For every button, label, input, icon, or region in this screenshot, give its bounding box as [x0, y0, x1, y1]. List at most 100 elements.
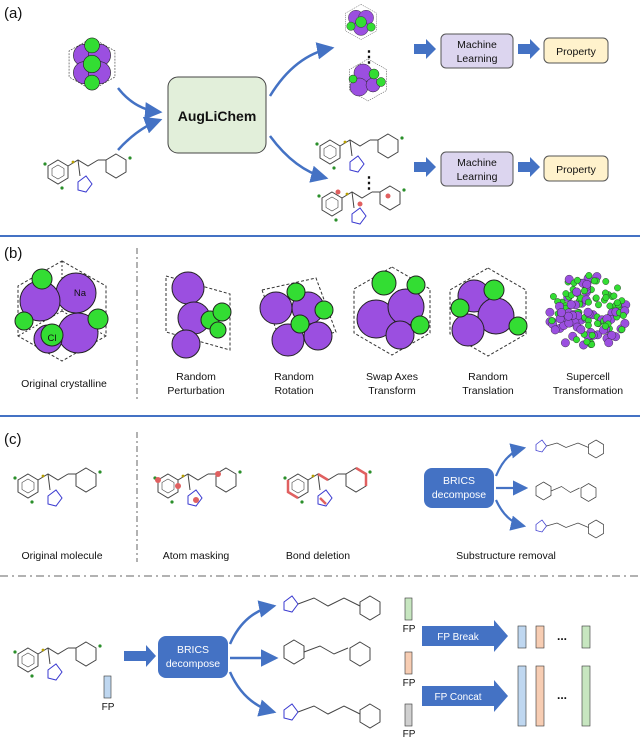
- supercell-atom: [602, 278, 610, 285]
- supercell-atom: [550, 293, 557, 300]
- fragment-bottom-2: [283, 639, 371, 667]
- supercell-atom: [583, 338, 591, 346]
- supercell-atom: [573, 336, 580, 344]
- ml-box-bottom-line1: Machine: [457, 157, 497, 169]
- crystal-random-rotation: [259, 277, 337, 357]
- molecule-ellipsis: ⋮: [361, 175, 377, 192]
- supercell-atom: [564, 311, 573, 321]
- auglichem-box: [167, 76, 267, 154]
- caption-supercell-line1: Supercell: [566, 371, 610, 383]
- fragment-bottom-3: [283, 703, 381, 729]
- supercell-atom: [610, 292, 618, 300]
- fp-concat-vector-3: [581, 665, 591, 727]
- supercell-atom: [607, 330, 617, 340]
- fp-concat-ellipsis: ...: [557, 688, 567, 702]
- fp-label-fragment-3: FP: [403, 729, 416, 737]
- atom-masking-molecule: [152, 467, 243, 507]
- caption-original-molecule: Original molecule: [21, 550, 102, 562]
- supercell-atom: [576, 325, 586, 334]
- caption-rotation-line1: Random: [274, 371, 314, 383]
- arrow-to-ml-bottom: [414, 157, 436, 177]
- brics-box-top: [424, 468, 494, 508]
- ml-box-bottom-line2: Learning: [457, 171, 498, 183]
- fp-break-vector-2: [535, 625, 545, 649]
- caption-supercell-line2: Transformation: [553, 385, 623, 397]
- supercell-atom: [602, 322, 609, 330]
- bond-deletion-molecule: [282, 466, 373, 507]
- supercell-atom: [588, 331, 596, 339]
- augmented-crystal-bottom: [348, 58, 387, 102]
- caption-rotation-line2: Rotation: [274, 385, 313, 397]
- supercell-atom: [602, 294, 610, 301]
- brics-box-bottom: [158, 636, 228, 678]
- supercell-atom: [619, 312, 627, 319]
- arrow-brics-top-1: [494, 443, 527, 477]
- arrow-crystal-to-auglichem: [117, 87, 163, 120]
- caption-translation-line1: Random: [468, 371, 508, 383]
- molecule-input-icon: [42, 153, 133, 193]
- fp-vector-input: [103, 675, 112, 699]
- supercell-atom: [604, 338, 614, 348]
- property-box-bottom: [543, 155, 609, 182]
- augmented-molecule-top: [314, 133, 405, 173]
- property-label-bottom: Property: [556, 164, 596, 176]
- property-label-top: Property: [556, 46, 596, 58]
- ml-box-top-line1: Machine: [457, 39, 497, 51]
- caption-perturbation-line2: Perturbation: [167, 385, 224, 397]
- supercell-atom: [574, 276, 581, 284]
- supercell-atom: [585, 321, 592, 329]
- crystal-input-icon: [68, 37, 116, 91]
- fp-input-molecule: [12, 641, 103, 681]
- supercell-atom: [613, 299, 621, 307]
- fragment-bottom-1: [283, 595, 381, 621]
- brics-top-line1: BRICS: [443, 475, 475, 487]
- arrow-brics-top-3: [494, 499, 527, 531]
- supercell-atom: [585, 298, 592, 306]
- fp-concat-vector-1: [517, 665, 527, 727]
- fragment-top-3: [535, 519, 604, 539]
- fp-label-input: FP: [102, 702, 115, 713]
- fp-vector-fragment-1: [404, 597, 413, 621]
- supercell-atom: [595, 301, 602, 309]
- fp-concat-label: FP Concat: [434, 692, 481, 703]
- fp-concat-vector-2: [535, 665, 545, 727]
- supercell-atom: [545, 307, 555, 317]
- original-crystal: [14, 260, 109, 362]
- property-box-top: [543, 37, 609, 64]
- crystal-ellipsis: ⋮: [361, 49, 377, 66]
- arrow-to-brics-bottom: [124, 645, 156, 667]
- caption-original-crystalline: Original crystalline: [21, 378, 107, 390]
- supercell-atom: [614, 284, 621, 292]
- supercell-atom: [590, 277, 598, 285]
- arrow-to-ml-top: [414, 39, 436, 59]
- fp-concat-arrow: [422, 680, 508, 712]
- arrow-brics-bottom-1: [228, 600, 277, 645]
- supercell-atom: [618, 326, 626, 333]
- augmented-molecule-bottom: [316, 185, 407, 225]
- supercell-atom: [583, 307, 593, 317]
- panel-c-label: (c): [4, 431, 22, 448]
- arrow-to-crystal-augmented: [268, 42, 335, 97]
- crystal-supercell: [545, 272, 631, 350]
- supercell-atom: [557, 308, 566, 317]
- crystal-swap-axes: [353, 266, 431, 356]
- fragment-top-1: [535, 439, 604, 459]
- ml-box-top-line2: Learning: [457, 53, 498, 65]
- fp-vector-fragment-2: [404, 651, 413, 675]
- panel-b: (b) Na Cl: [4, 245, 631, 400]
- caption-translation-line2: Translation: [462, 385, 514, 397]
- ml-box-top: [440, 33, 514, 69]
- panel-a-label: (a): [4, 5, 22, 22]
- fp-break-vector-3: [581, 625, 591, 649]
- auglichem-label: AugLiChem: [178, 108, 257, 124]
- crystal-random-perturbation: [165, 271, 232, 359]
- supercell-atom: [585, 272, 593, 279]
- arrow-molecule-to-auglichem: [117, 116, 163, 151]
- panel-b-label: (b): [4, 245, 22, 262]
- arrow-to-property-top: [518, 39, 540, 59]
- fp-label-fragment-2: FP: [403, 678, 416, 689]
- arrow-brics-bottom-3: [228, 671, 277, 717]
- caption-swap-line2: Transform: [368, 385, 416, 397]
- supercell-atom: [582, 279, 592, 289]
